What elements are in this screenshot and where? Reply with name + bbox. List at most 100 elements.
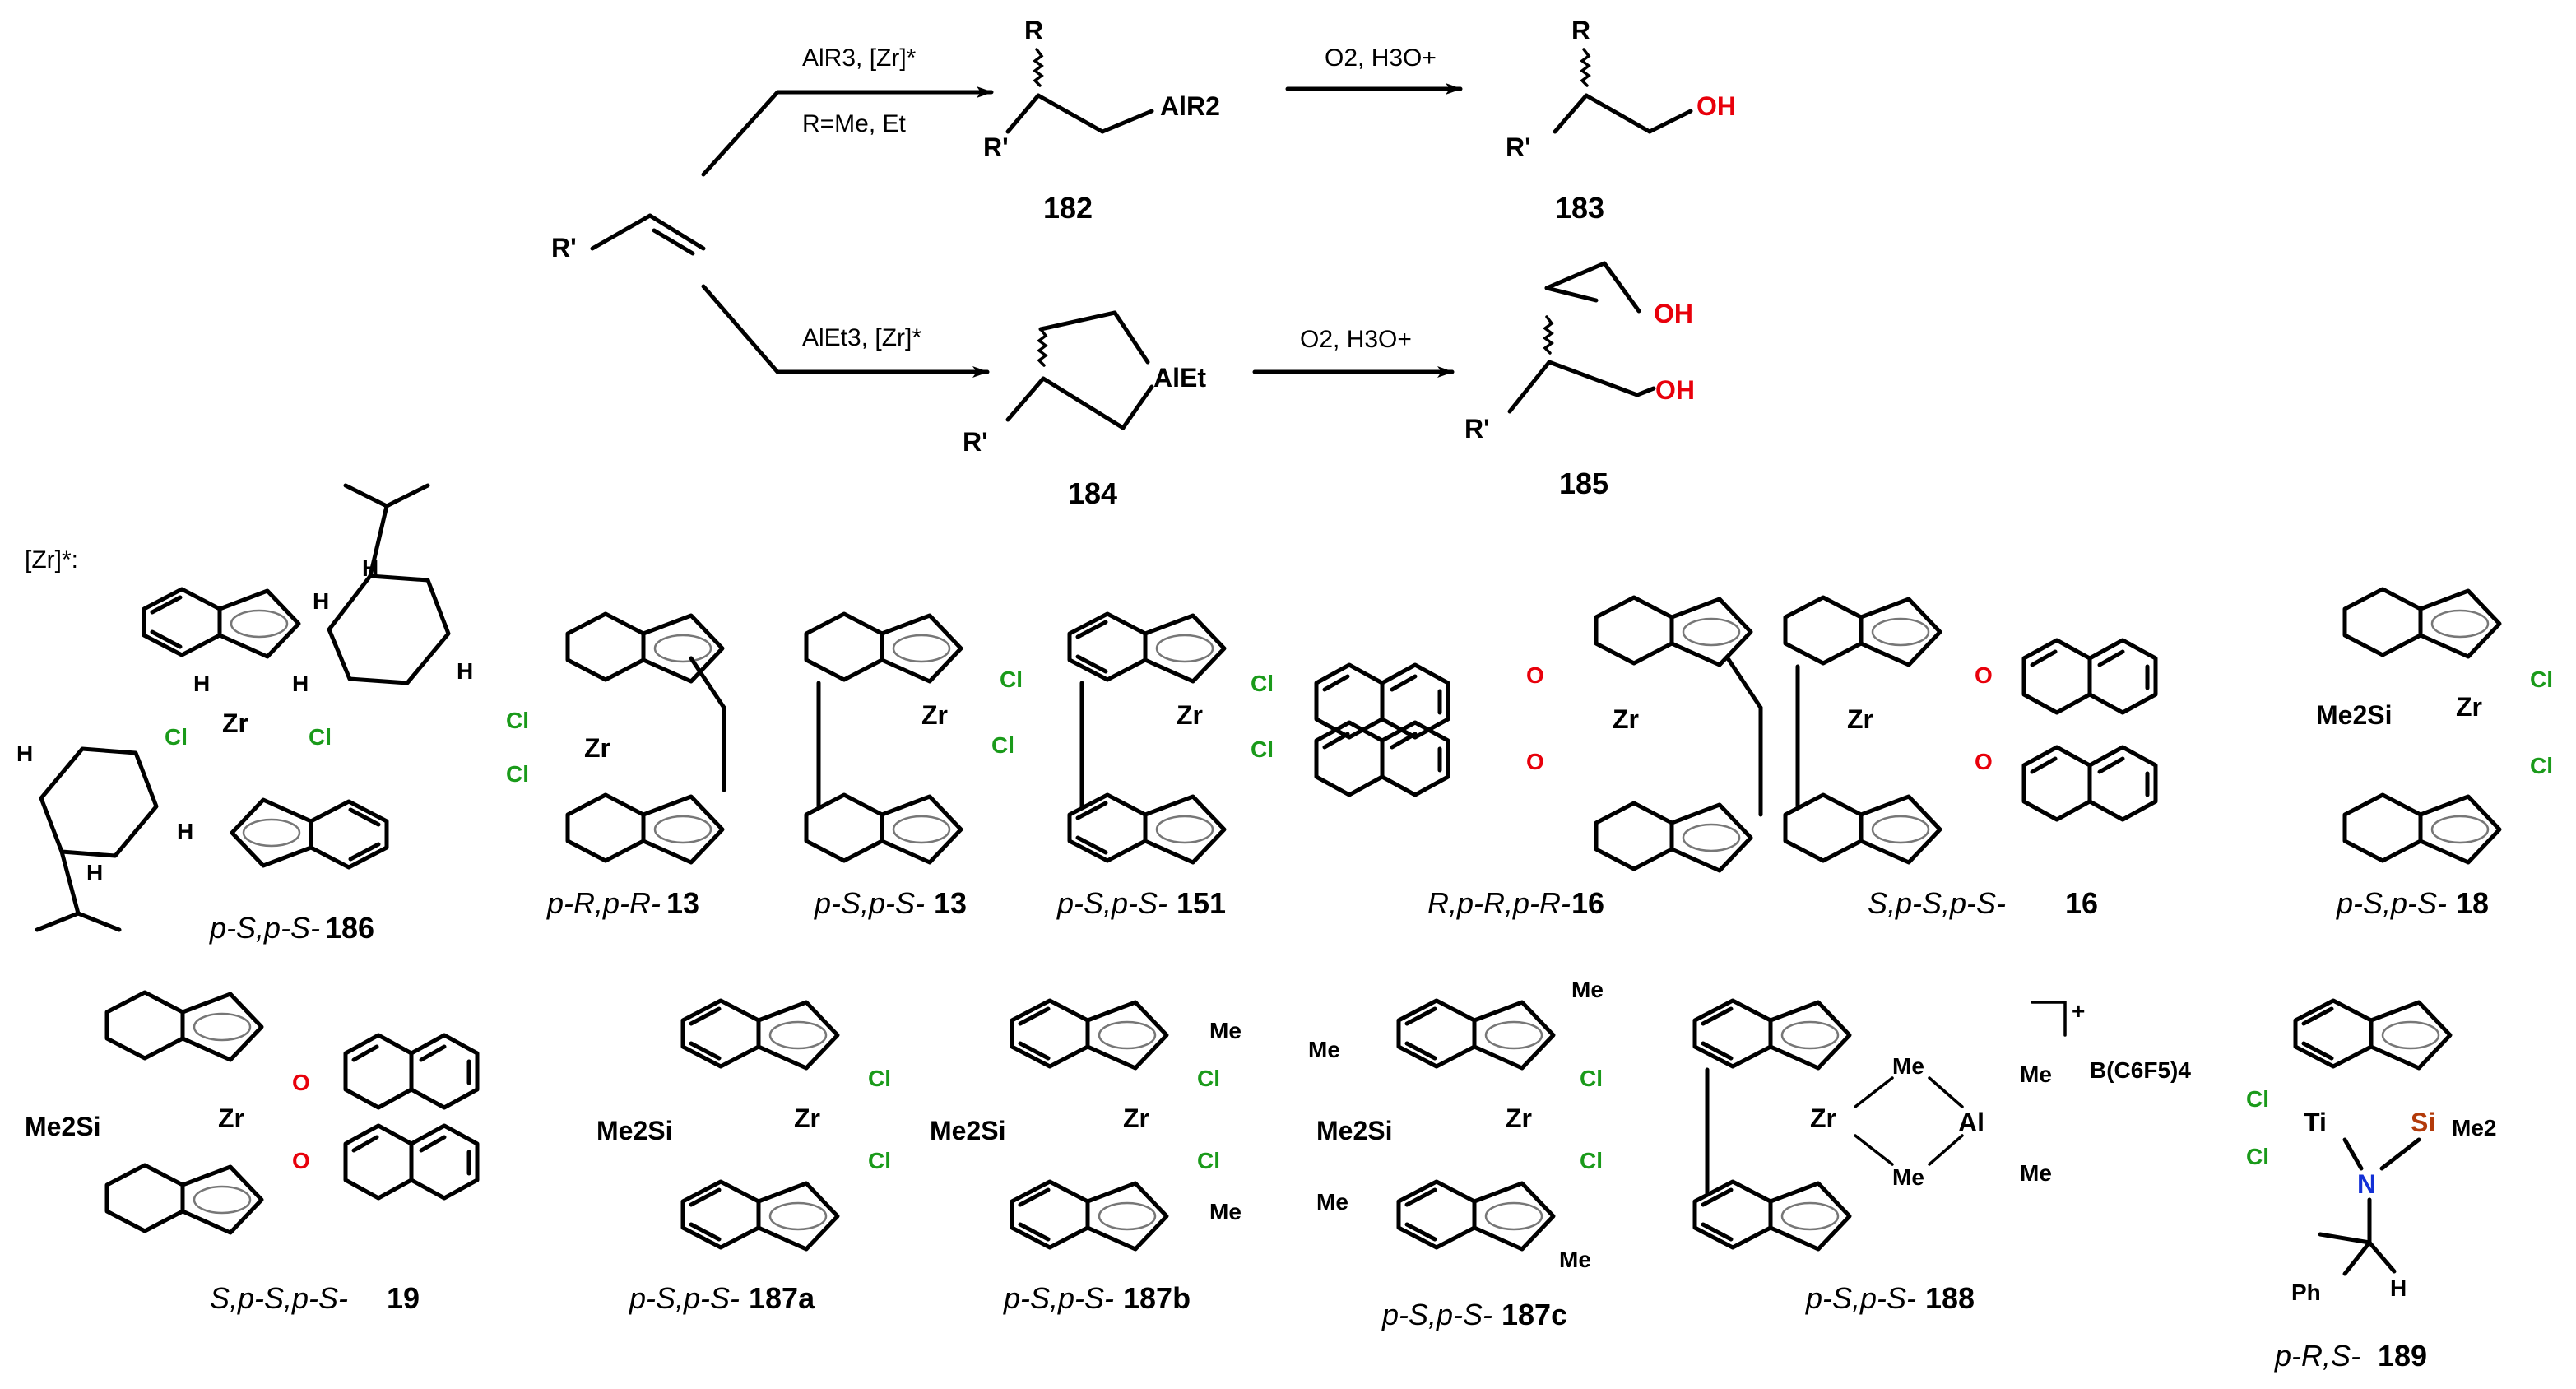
label-13-prefix: p-R,p-R- bbox=[546, 886, 661, 920]
structure-p-s-13: Zr Cl Cl p-S,p-S- 13 bbox=[806, 614, 1023, 920]
label-187a-prefix: p-S,p-S- bbox=[629, 1281, 740, 1315]
reagent-note-top: R=Me, Et bbox=[802, 110, 907, 137]
cl-atom: Cl bbox=[506, 708, 529, 733]
route-bottom-arrow: AlEt3, [Zr]* bbox=[701, 284, 990, 378]
me2-group: Me2 bbox=[2452, 1115, 2496, 1140]
me2si-group: Me2Si bbox=[25, 1112, 100, 1141]
r-prime-label: R' bbox=[963, 427, 988, 457]
cl-atom-left: Cl bbox=[165, 724, 188, 750]
cl-atom: Cl bbox=[1251, 671, 1274, 696]
oxidation-arrow-top: O2, H3O+ bbox=[1285, 44, 1463, 95]
cl-atom: Cl bbox=[1580, 1148, 1603, 1173]
label-16b-num: 16 bbox=[2065, 886, 2098, 920]
si-atom: Si bbox=[2411, 1108, 2435, 1137]
cl-atom: Cl bbox=[2246, 1144, 2269, 1169]
r-prime-label: R' bbox=[983, 132, 1009, 162]
structure-18: Me2Si Zr Cl Cl p-S,p-S- 18 bbox=[2316, 589, 2553, 920]
o-atom: O bbox=[1526, 662, 1544, 688]
cl-atom: Cl bbox=[1000, 667, 1023, 692]
cl-atom: Cl bbox=[868, 1066, 891, 1091]
counterion: B(C6F5)4 bbox=[2090, 1057, 2191, 1083]
structure-s-16: Zr O O S,p-S,p-S- 16 bbox=[1785, 597, 2156, 920]
me2si-group: Me2Si bbox=[1316, 1116, 1392, 1145]
label-187b-num: 187b bbox=[1123, 1281, 1191, 1315]
label-151-num: 151 bbox=[1177, 886, 1226, 920]
me-group: Me bbox=[1892, 1164, 1924, 1190]
zr-atom: Zr bbox=[1506, 1103, 1532, 1133]
cl-atom: Cl bbox=[2530, 753, 2553, 778]
catalyst-key-label: [Zr]*: bbox=[25, 546, 78, 574]
oxidation-top: O2, H3O+ bbox=[1325, 44, 1437, 72]
h-atom: H bbox=[177, 819, 193, 844]
h-atom: H bbox=[313, 588, 329, 614]
zr-atom: Zr bbox=[1123, 1103, 1149, 1133]
route-top-arrow: AlR3, [Zr]* R=Me, Et bbox=[701, 44, 994, 177]
structure-189: Ti Si Me2 Cl Cl N Ph H p-R,S- 189 bbox=[2246, 1001, 2496, 1373]
o-atom: O bbox=[292, 1148, 310, 1173]
r-label: R bbox=[1024, 16, 1043, 45]
label-186-num: 186 bbox=[325, 911, 374, 945]
me-group: Me bbox=[1571, 977, 1604, 1002]
ti-atom: Ti bbox=[2304, 1108, 2327, 1137]
structure-188: Zr Me Me Al Me Me + B(C6F5)4 p-S,p-S- 18… bbox=[1695, 998, 2191, 1315]
label-188-prefix: p-S,p-S- bbox=[1805, 1281, 1916, 1315]
cl-atom: Cl bbox=[1251, 736, 1274, 762]
cl-atom: Cl bbox=[1197, 1148, 1220, 1173]
label-184: 184 bbox=[1068, 476, 1117, 510]
label-185: 185 bbox=[1559, 467, 1608, 500]
compound-182: R R' AlR2 182 bbox=[983, 16, 1220, 225]
me-group: Me bbox=[1316, 1189, 1348, 1215]
label-187a-num: 187a bbox=[749, 1281, 815, 1315]
me-group: Me bbox=[2020, 1160, 2052, 1186]
label-19-prefix: S,p-S,p-S- bbox=[210, 1281, 348, 1315]
r-prime-label: R' bbox=[1464, 414, 1490, 444]
r-prime-label: R' bbox=[1506, 132, 1531, 162]
structure-p-r-13: Zr Cl Cl p-R,p-R- 13 bbox=[506, 614, 726, 920]
alr2-group: AlR2 bbox=[1160, 91, 1220, 121]
structure-187b: Me2Si Zr Cl Cl Me Me p-S,p-S- 187b bbox=[930, 1001, 1242, 1315]
al-atom: Al bbox=[1958, 1108, 1984, 1137]
structure-151: Zr Cl Cl p-S,p-S- 151 bbox=[1056, 614, 1274, 920]
me-group: Me bbox=[1209, 1199, 1242, 1224]
me2si-group: Me2Si bbox=[2316, 700, 2392, 730]
o-atom: O bbox=[1975, 749, 1993, 774]
cl-atom: Cl bbox=[2246, 1086, 2269, 1112]
label-13b-prefix: p-S,p-S- bbox=[814, 886, 925, 920]
label-187c-num: 187c bbox=[1502, 1298, 1567, 1331]
reagent-top: AlR3, [Zr]* bbox=[802, 44, 917, 72]
charge-sign: + bbox=[2072, 998, 2085, 1024]
oh-group: OH bbox=[1696, 91, 1736, 121]
ph-group: Ph bbox=[2291, 1280, 2321, 1305]
alkene-substrate: R' bbox=[551, 213, 706, 262]
zr-atom: Zr bbox=[1613, 704, 1639, 734]
oh-group-upper: OH bbox=[1654, 299, 1693, 328]
label-13-num: 13 bbox=[666, 886, 699, 920]
label-16b-prefix: S,p-S,p-S- bbox=[1868, 886, 2006, 920]
label-186-prefix: p-S,p-S- bbox=[209, 911, 320, 945]
structure-r-16: O O Zr R,p-R,p-R- 16 bbox=[1316, 597, 1763, 920]
o-atom: O bbox=[292, 1070, 310, 1095]
compound-185: OH OH R' 185 bbox=[1464, 261, 1695, 500]
label-189-prefix: p-R,S- bbox=[2274, 1339, 2360, 1373]
cl-atom: Cl bbox=[991, 732, 1014, 758]
cl-atom: Cl bbox=[2530, 667, 2553, 692]
zr-atom: Zr bbox=[2456, 692, 2482, 722]
zr-atom: Zr bbox=[584, 733, 610, 763]
zr-atom: Zr bbox=[1847, 704, 1873, 734]
label-189-num: 189 bbox=[2378, 1339, 2427, 1373]
compound-183: R R' OH 183 bbox=[1506, 16, 1736, 225]
o-atom: O bbox=[1526, 749, 1544, 774]
label-187c-prefix: p-S,p-S- bbox=[1381, 1298, 1492, 1331]
me-group: Me bbox=[1308, 1037, 1340, 1062]
r-label: R bbox=[1571, 16, 1590, 45]
h-atom: H bbox=[2390, 1275, 2407, 1301]
label-13b-num: 13 bbox=[934, 886, 967, 920]
h-atom: H bbox=[16, 741, 33, 766]
label-151-prefix: p-S,p-S- bbox=[1056, 886, 1167, 920]
oxidation-arrow-bottom: O2, H3O+ bbox=[1252, 326, 1455, 378]
me-group: Me bbox=[2020, 1061, 2052, 1087]
alet-group: AlEt bbox=[1153, 363, 1206, 393]
h-atom: H bbox=[457, 658, 473, 684]
h-atom: H bbox=[292, 671, 309, 696]
